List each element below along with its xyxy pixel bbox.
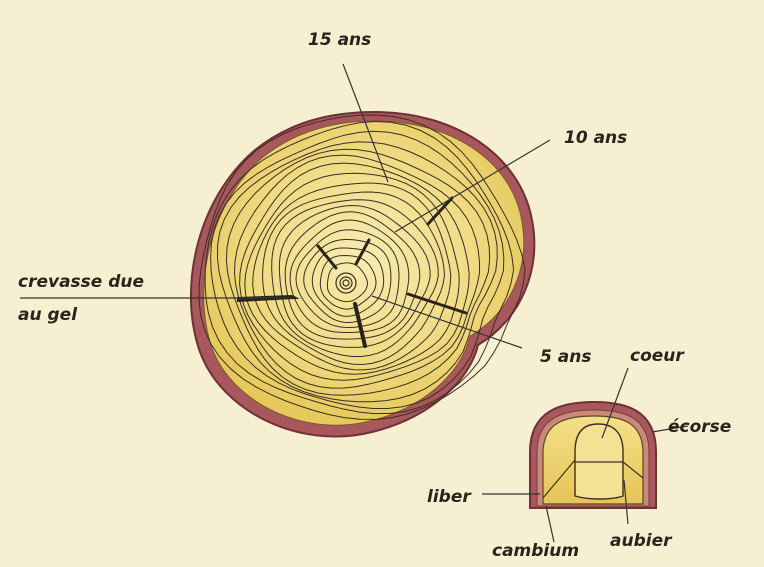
label-frost-crack-line2: au gel [18, 305, 78, 325]
label-heart: coeur [630, 346, 685, 366]
label-bark: écorse [668, 417, 731, 437]
trunk-cross-section [191, 112, 534, 436]
label-5-ans: 5 ans [540, 347, 591, 367]
label-frost-crack-line1: crevasse due [18, 272, 144, 292]
label-phloem: liber [427, 487, 472, 507]
label-15-ans: 15 ans [308, 30, 371, 50]
label-cambium: cambium [492, 541, 579, 561]
label-sapwood: aubier [610, 531, 673, 551]
label-10-ans: 10 ans [564, 128, 627, 148]
pointer-cambium [546, 506, 554, 542]
wedge-section [530, 402, 656, 508]
